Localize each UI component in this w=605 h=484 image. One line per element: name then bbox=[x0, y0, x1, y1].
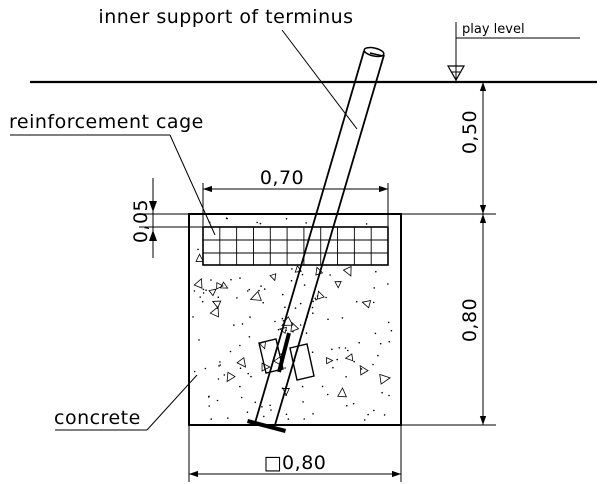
post-top-opening bbox=[363, 46, 385, 58]
concrete-texture bbox=[192, 217, 393, 421]
depth-to-top-label: 0,50 bbox=[459, 110, 481, 154]
leader-concrete: concrete bbox=[54, 374, 198, 431]
play-level-label: play level bbox=[462, 22, 525, 37]
clamp-bolt bbox=[277, 332, 291, 373]
reinforcement-cage-label: reinforcement cage bbox=[9, 111, 204, 133]
foundation-depth-label: 0,80 bbox=[459, 298, 481, 342]
leader-inner-support: inner support of terminus bbox=[98, 6, 358, 130]
clamp-plate-left bbox=[258, 338, 284, 374]
cage-offset-label: 0,05 bbox=[130, 199, 152, 243]
play-level-marker: play level bbox=[446, 22, 580, 82]
dimension-vertical-right: 0,50 0,80 bbox=[401, 82, 496, 426]
post-base-plate bbox=[247, 419, 286, 433]
inner-support-label: inner support of terminus bbox=[98, 6, 353, 28]
dimension-foundation-width: □0,80 bbox=[188, 425, 402, 482]
support-post bbox=[247, 46, 385, 433]
concrete-label: concrete bbox=[54, 407, 141, 429]
leader-reinforcement-cage: reinforcement cage bbox=[9, 111, 216, 236]
clamp-plate-right bbox=[289, 343, 315, 381]
concrete-foundation bbox=[188, 213, 402, 426]
dimension-cage-offset: 0,05 bbox=[130, 178, 203, 258]
cage-width-label: 0,70 bbox=[260, 167, 304, 189]
foundation-width-label: □0,80 bbox=[264, 452, 327, 474]
dimension-cage-width: 0,70 bbox=[202, 167, 389, 226]
reinforcement-cage bbox=[202, 226, 389, 266]
